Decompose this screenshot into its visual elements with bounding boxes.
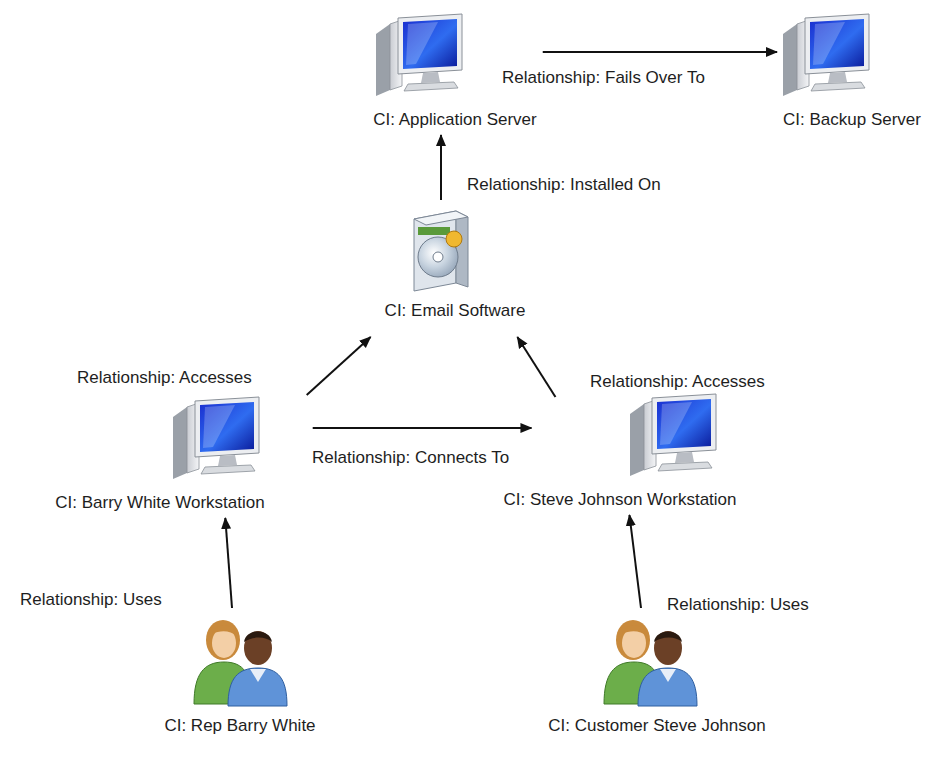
- ci-label: CI: Steve Johnson Workstation: [503, 490, 736, 510]
- ci-node: CI: Rep Barry White: [164, 612, 315, 736]
- ci-node: CI: Backup Server: [783, 12, 921, 130]
- relationship-label: Relationship: Connects To: [310, 448, 511, 468]
- ci-node: CI: Steve Johnson Workstation: [503, 392, 736, 510]
- relationship-arrow: [313, 427, 532, 429]
- ci-label: CI: Application Server: [373, 110, 536, 130]
- relationship-arrow: [307, 337, 371, 395]
- ci-icon: [404, 205, 476, 297]
- relationship-label: Relationship: Fails Over To: [500, 68, 707, 88]
- ci-icon: [190, 612, 290, 712]
- ci-icon: [622, 392, 722, 486]
- ci-icon: [775, 12, 875, 106]
- ci-icon: [600, 612, 700, 712]
- relationship-label: Relationship: Uses: [18, 590, 164, 610]
- ci-icon: [368, 12, 468, 106]
- ci-node: CI: Email Software: [385, 205, 526, 321]
- relationship-arrow: [440, 135, 442, 200]
- relationship-arrow: [629, 515, 641, 608]
- relationship-arrow: [517, 337, 555, 397]
- relationship-label: Relationship: Installed On: [465, 175, 663, 195]
- ci-node: CI: Barry White Workstation: [55, 395, 264, 513]
- ci-label: CI: Barry White Workstation: [55, 493, 264, 513]
- ci-label: CI: Rep Barry White: [164, 716, 315, 736]
- ci-node: CI: Customer Steve Johnson: [548, 612, 765, 736]
- relationship-label: Relationship: Accesses: [75, 368, 254, 388]
- ci-label: CI: Customer Steve Johnson: [548, 716, 765, 736]
- ci-label: CI: Backup Server: [783, 110, 921, 130]
- relationship-label: Relationship: Accesses: [588, 372, 767, 392]
- relationship-arrow: [225, 518, 232, 608]
- ci-icon: [165, 395, 265, 489]
- relationship-label: Relationship: Uses: [665, 595, 811, 615]
- relationship-arrow: [543, 51, 777, 53]
- ci-label: CI: Email Software: [385, 301, 526, 321]
